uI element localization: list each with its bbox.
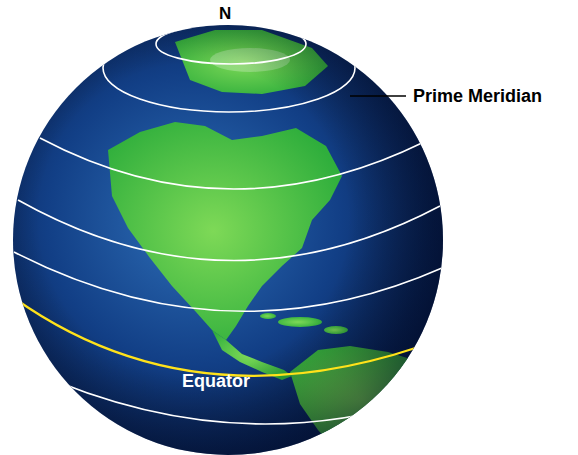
- north-label: N: [219, 5, 231, 22]
- latitude-lines: [14, 24, 442, 424]
- equator-line: [14, 298, 444, 376]
- equator-label: Equator: [182, 372, 250, 390]
- meridian-label: Prime Meridian: [413, 87, 542, 105]
- globe-ocean: [13, 25, 443, 455]
- leader-line: [350, 95, 406, 97]
